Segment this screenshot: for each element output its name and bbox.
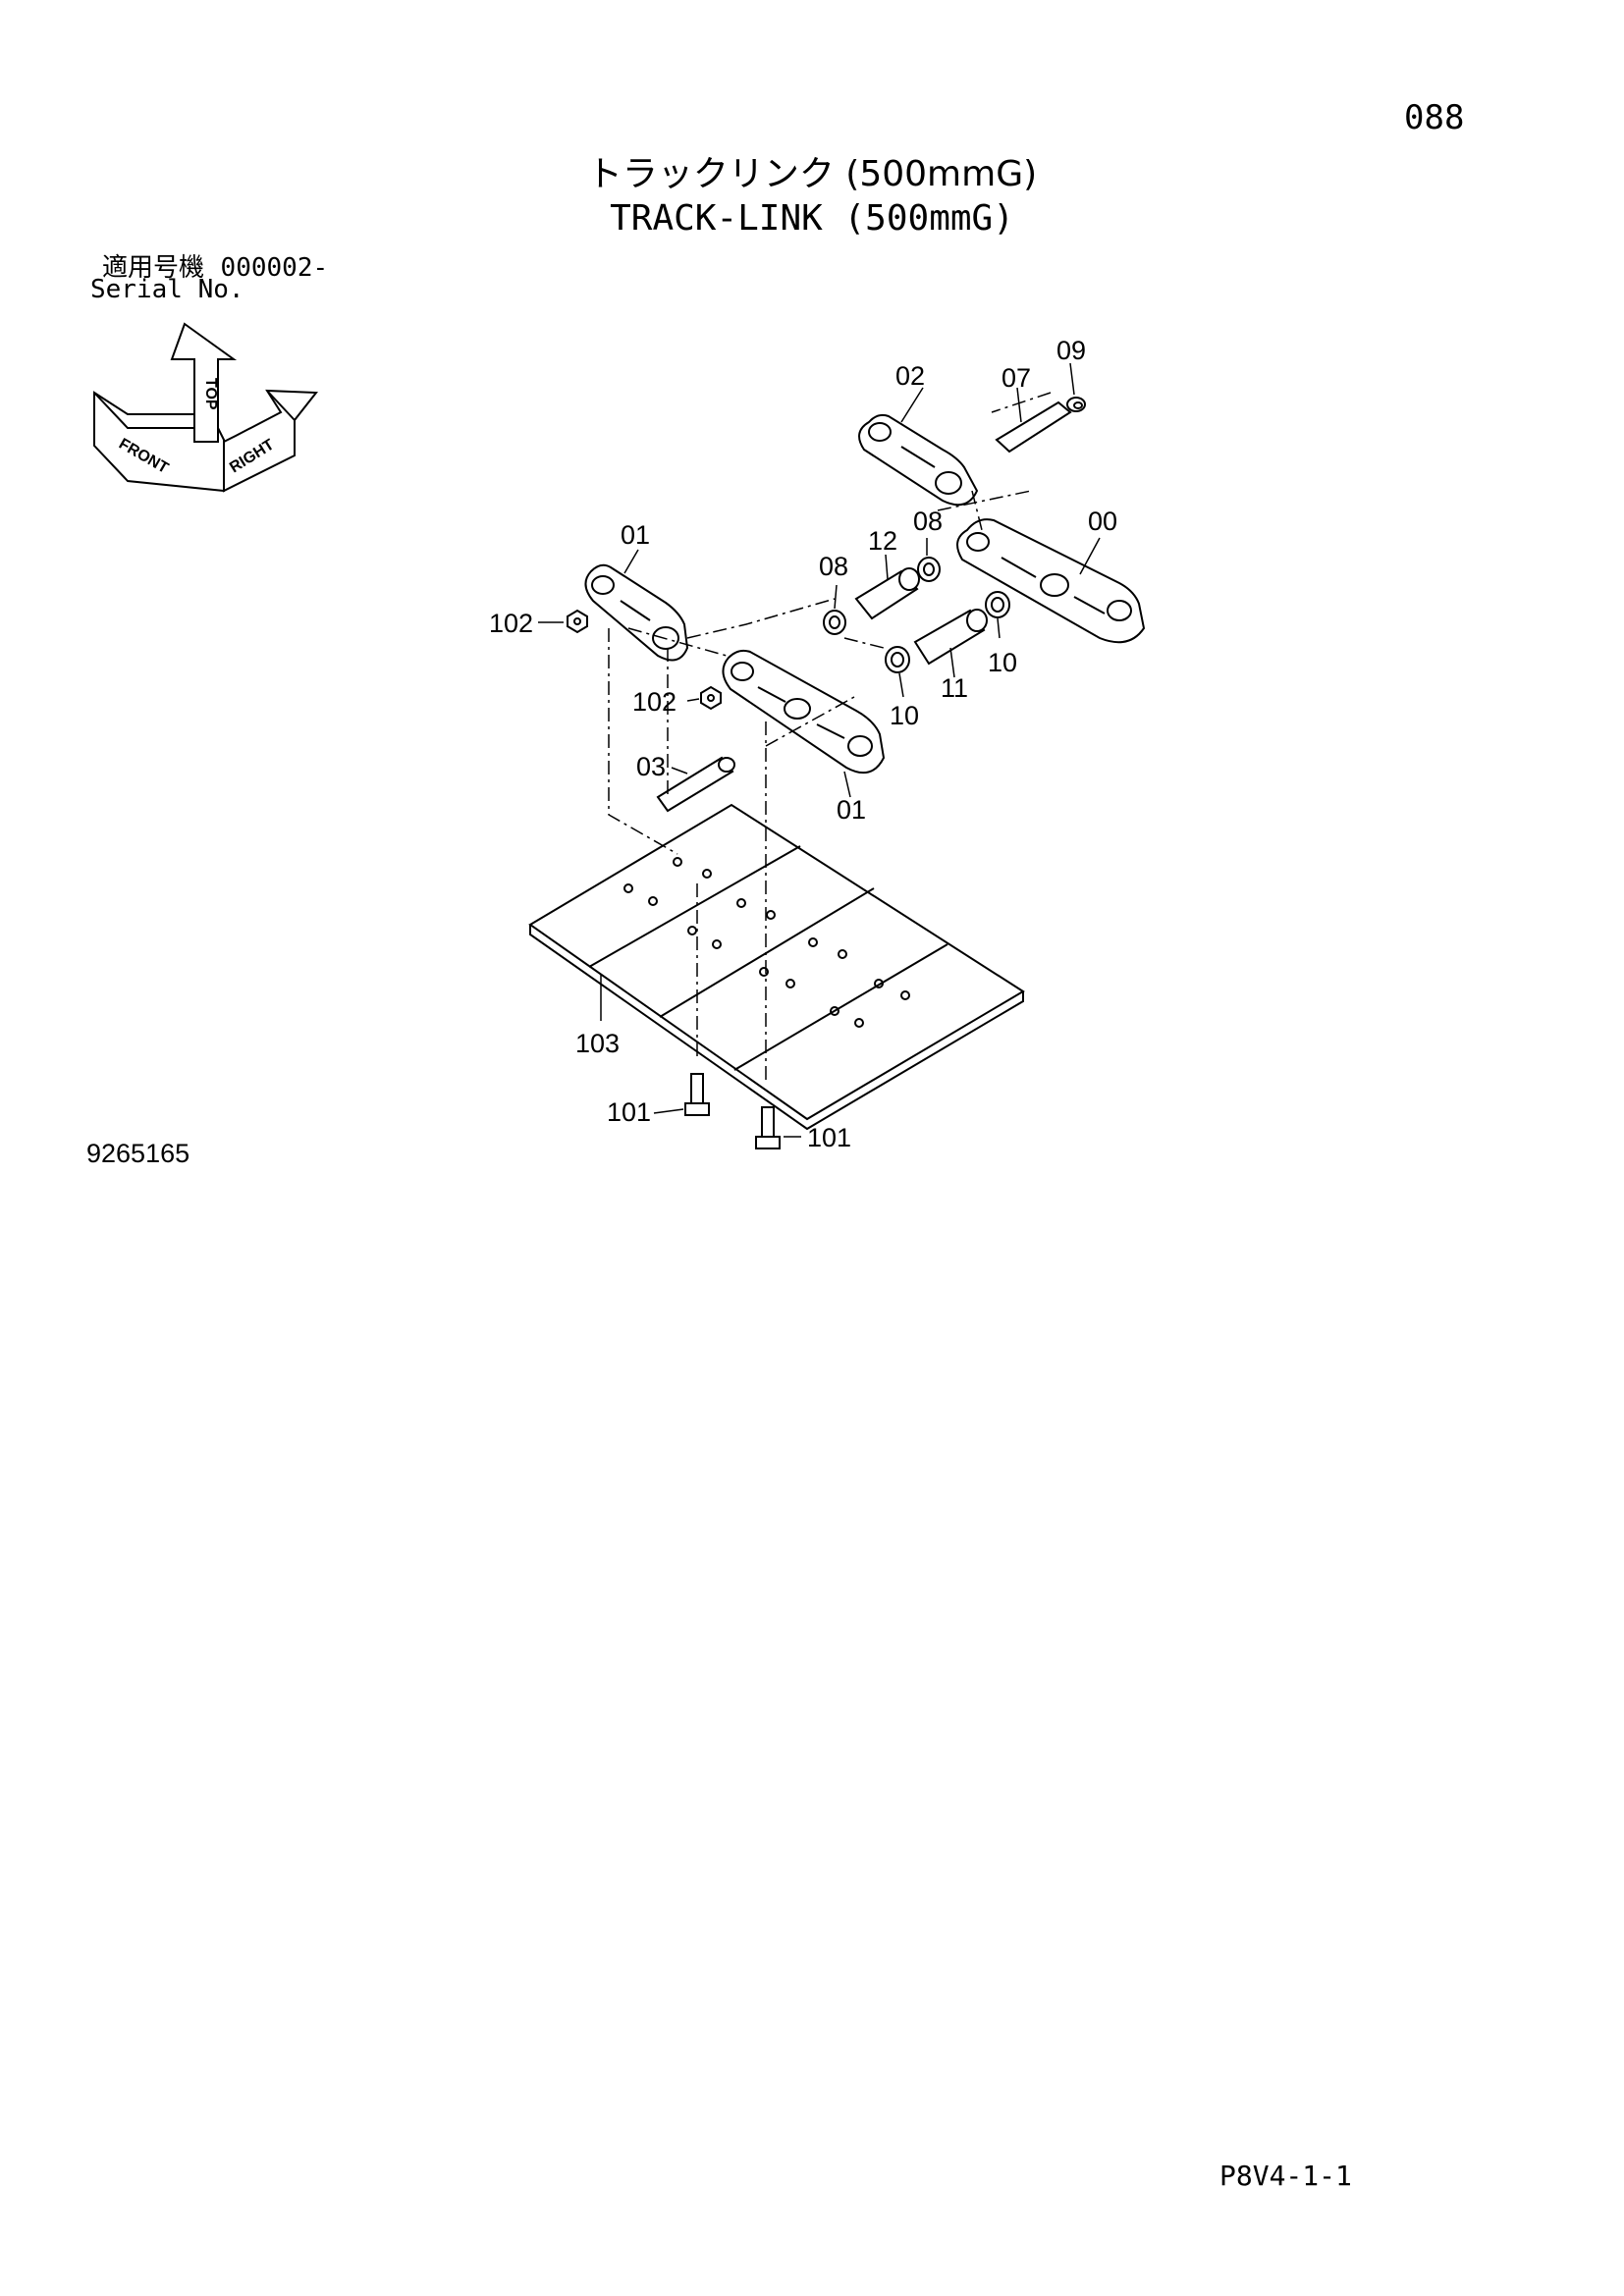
track-link-center (722, 649, 886, 774)
spacer-10-right (985, 591, 1010, 618)
bushing-group (823, 557, 1010, 673)
serial-value: 000002- (220, 253, 329, 283)
callout-labels: 02 07 09 00 01 08 12 08 102 102 10 11 10… (489, 336, 1117, 1152)
track-link-left (584, 563, 689, 662)
callout-101-right: 101 (807, 1123, 851, 1152)
leader-lines (538, 362, 1101, 1138)
callout-11: 11 (941, 673, 968, 703)
callout-03: 03 (636, 752, 666, 781)
callout-01-upper: 01 (621, 520, 650, 550)
bolt-101-right (755, 1106, 781, 1149)
seal-08-left (823, 610, 846, 635)
track-link-assembly-right (956, 518, 1146, 644)
callout-02: 02 (895, 361, 925, 391)
callout-102-upper: 102 (489, 609, 533, 638)
page-number: 088 (1404, 98, 1465, 137)
title-english: TRACK-LINK (500mmG) (610, 198, 1014, 239)
callout-01-lower: 01 (837, 795, 866, 825)
callout-10-right: 10 (988, 648, 1017, 677)
compass-top-label: TOP (202, 378, 219, 410)
exploded-parts-diagram: FRONT TOP RIGHT (93, 322, 1146, 1152)
track-link-upper (858, 397, 1086, 507)
assembly-lines (608, 392, 1052, 1080)
serial-label-japanese: 適用号機 (102, 253, 205, 283)
pin-03 (656, 756, 735, 813)
callout-07: 07 (1001, 363, 1031, 393)
callout-12: 12 (868, 526, 897, 556)
callout-103: 103 (575, 1029, 620, 1058)
title-japanese: トラックリンク (500mmG) (586, 154, 1038, 194)
callout-08-right: 08 (913, 507, 943, 536)
callout-102-lower: 102 (632, 687, 677, 717)
callout-10-left: 10 (890, 701, 919, 730)
sheet-code: P8V4-1-1 (1219, 2160, 1352, 2192)
drawing-number: 9265165 (86, 1139, 190, 1168)
nut-102-upper (567, 609, 588, 634)
callout-00: 00 (1088, 507, 1117, 536)
seal-08-right (917, 557, 941, 582)
callout-101-left: 101 (607, 1097, 651, 1127)
orientation-compass: FRONT TOP RIGHT (93, 322, 318, 493)
nut-102-lower (700, 685, 722, 711)
bolt-101-left (684, 1073, 710, 1116)
shoe-bolt-holes (623, 857, 910, 1028)
callout-08-left: 08 (819, 552, 848, 581)
track-shoe-plate (528, 803, 1025, 1131)
callout-09: 09 (1056, 336, 1086, 365)
serial-range: 適用号機 000002- (102, 247, 328, 284)
serial-label-english: Serial No. (90, 275, 244, 304)
spacer-10-left (885, 646, 910, 673)
